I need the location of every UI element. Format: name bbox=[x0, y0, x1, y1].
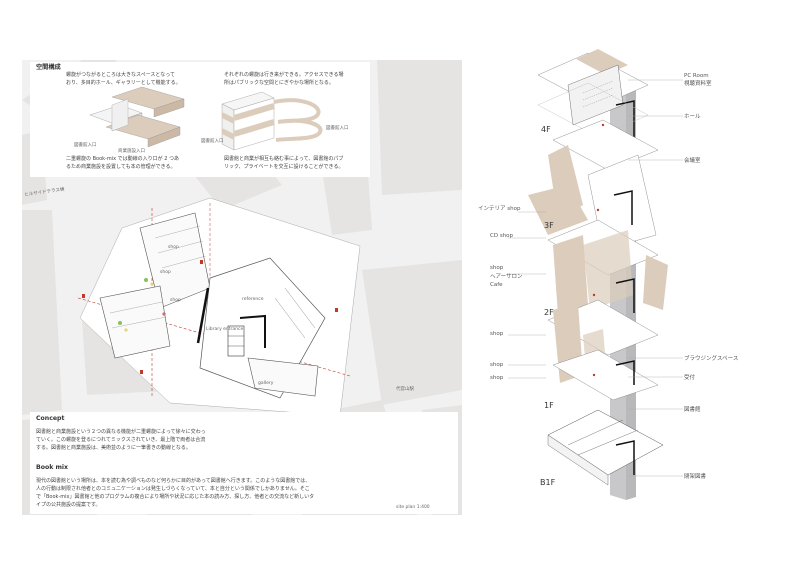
label-commercial-entrance-2: 図書館入口 bbox=[326, 126, 349, 131]
text-panel bbox=[30, 412, 458, 514]
plan-library-entrance: Library entrance bbox=[206, 327, 244, 332]
spatial-desc-3: 二重螺旋の Book-mix では動線の入り口が 2 つあ るため商業施設を設置… bbox=[66, 156, 180, 170]
floor-label-1f: 1F bbox=[544, 401, 554, 410]
plan-shop-1: shop bbox=[168, 245, 179, 250]
leader-lines-right bbox=[628, 79, 683, 477]
label-conference: 会議室 bbox=[684, 158, 701, 164]
plan-shop-3: shop bbox=[170, 298, 181, 303]
label-hall: ホール bbox=[684, 114, 701, 120]
label-shop-c: shop bbox=[490, 375, 504, 381]
plan-gallery: gallery bbox=[258, 381, 274, 386]
spiral-diagram-1 bbox=[89, 86, 185, 148]
plan-shop-2: shop bbox=[160, 270, 171, 275]
floor-label-b1f: B1F bbox=[540, 478, 556, 487]
station-label: 代官山駅 bbox=[396, 387, 414, 392]
exploded-axonometric bbox=[528, 49, 668, 500]
label-library-entrance-2: 図書館入口 bbox=[201, 139, 224, 144]
label-browsing: ブラウジングスペース bbox=[684, 356, 739, 362]
spatial-desc-2: それぞれの螺旋は行き来ができる。アクセスできる場 所はパブリックな空間とにぎやか… bbox=[224, 72, 344, 86]
label-library: 図書館 bbox=[684, 407, 701, 413]
spatial-desc-4: 図書館と商業が相互も絡む事によって、図書館のパブ リック、プライベートを交互に設… bbox=[224, 156, 344, 170]
bookmix-heading: Book mix bbox=[36, 464, 69, 471]
spatial-heading: 空間構成 bbox=[36, 64, 61, 71]
label-interior-shop: インテリア shop bbox=[478, 206, 521, 212]
floor-label-3f: 3F bbox=[544, 221, 554, 230]
label-commercial-entrance-1: 商業施設入口 bbox=[118, 149, 145, 154]
label-closed-stacks: 閉架図書 bbox=[684, 474, 707, 480]
label-cd-shop: CD shop bbox=[490, 233, 514, 239]
concept-heading: Concept bbox=[36, 415, 65, 422]
site-plan bbox=[77, 197, 361, 417]
concept-text: 図書館と商業施設という２つの異なる機能が二重螺旋によって徐々に交わっ ていく。こ… bbox=[36, 429, 206, 451]
spiral-diagram-2 bbox=[221, 91, 323, 151]
floor-label-4f: 4F bbox=[541, 125, 551, 134]
leader-lines-left bbox=[508, 211, 546, 379]
label-reception: 受付 bbox=[684, 375, 696, 381]
spatial-desc-1: 螺旋がつながるところは大きなスペースとなって おり、多目的ホール、ギャラリーとし… bbox=[66, 72, 181, 86]
label-shop-a: shop bbox=[490, 331, 504, 337]
label-shop-salon-cafe: shop ヘアーサロン Cafe bbox=[490, 265, 523, 288]
label-shop-b: shop bbox=[490, 362, 504, 368]
floor-label-2f: 2F bbox=[544, 308, 554, 317]
bookmix-text: 現代の図書館という場所は、本を読む為や調べものなど何らかに目的があって図書館へ行… bbox=[36, 478, 315, 508]
label-library-entrance-1: 図書館入口 bbox=[74, 143, 97, 148]
plan-caption: site plan 1:400 bbox=[396, 505, 430, 510]
label-pc-room: PC Room 視聴資料室 bbox=[684, 73, 712, 87]
plan-reference: reference bbox=[242, 297, 264, 302]
